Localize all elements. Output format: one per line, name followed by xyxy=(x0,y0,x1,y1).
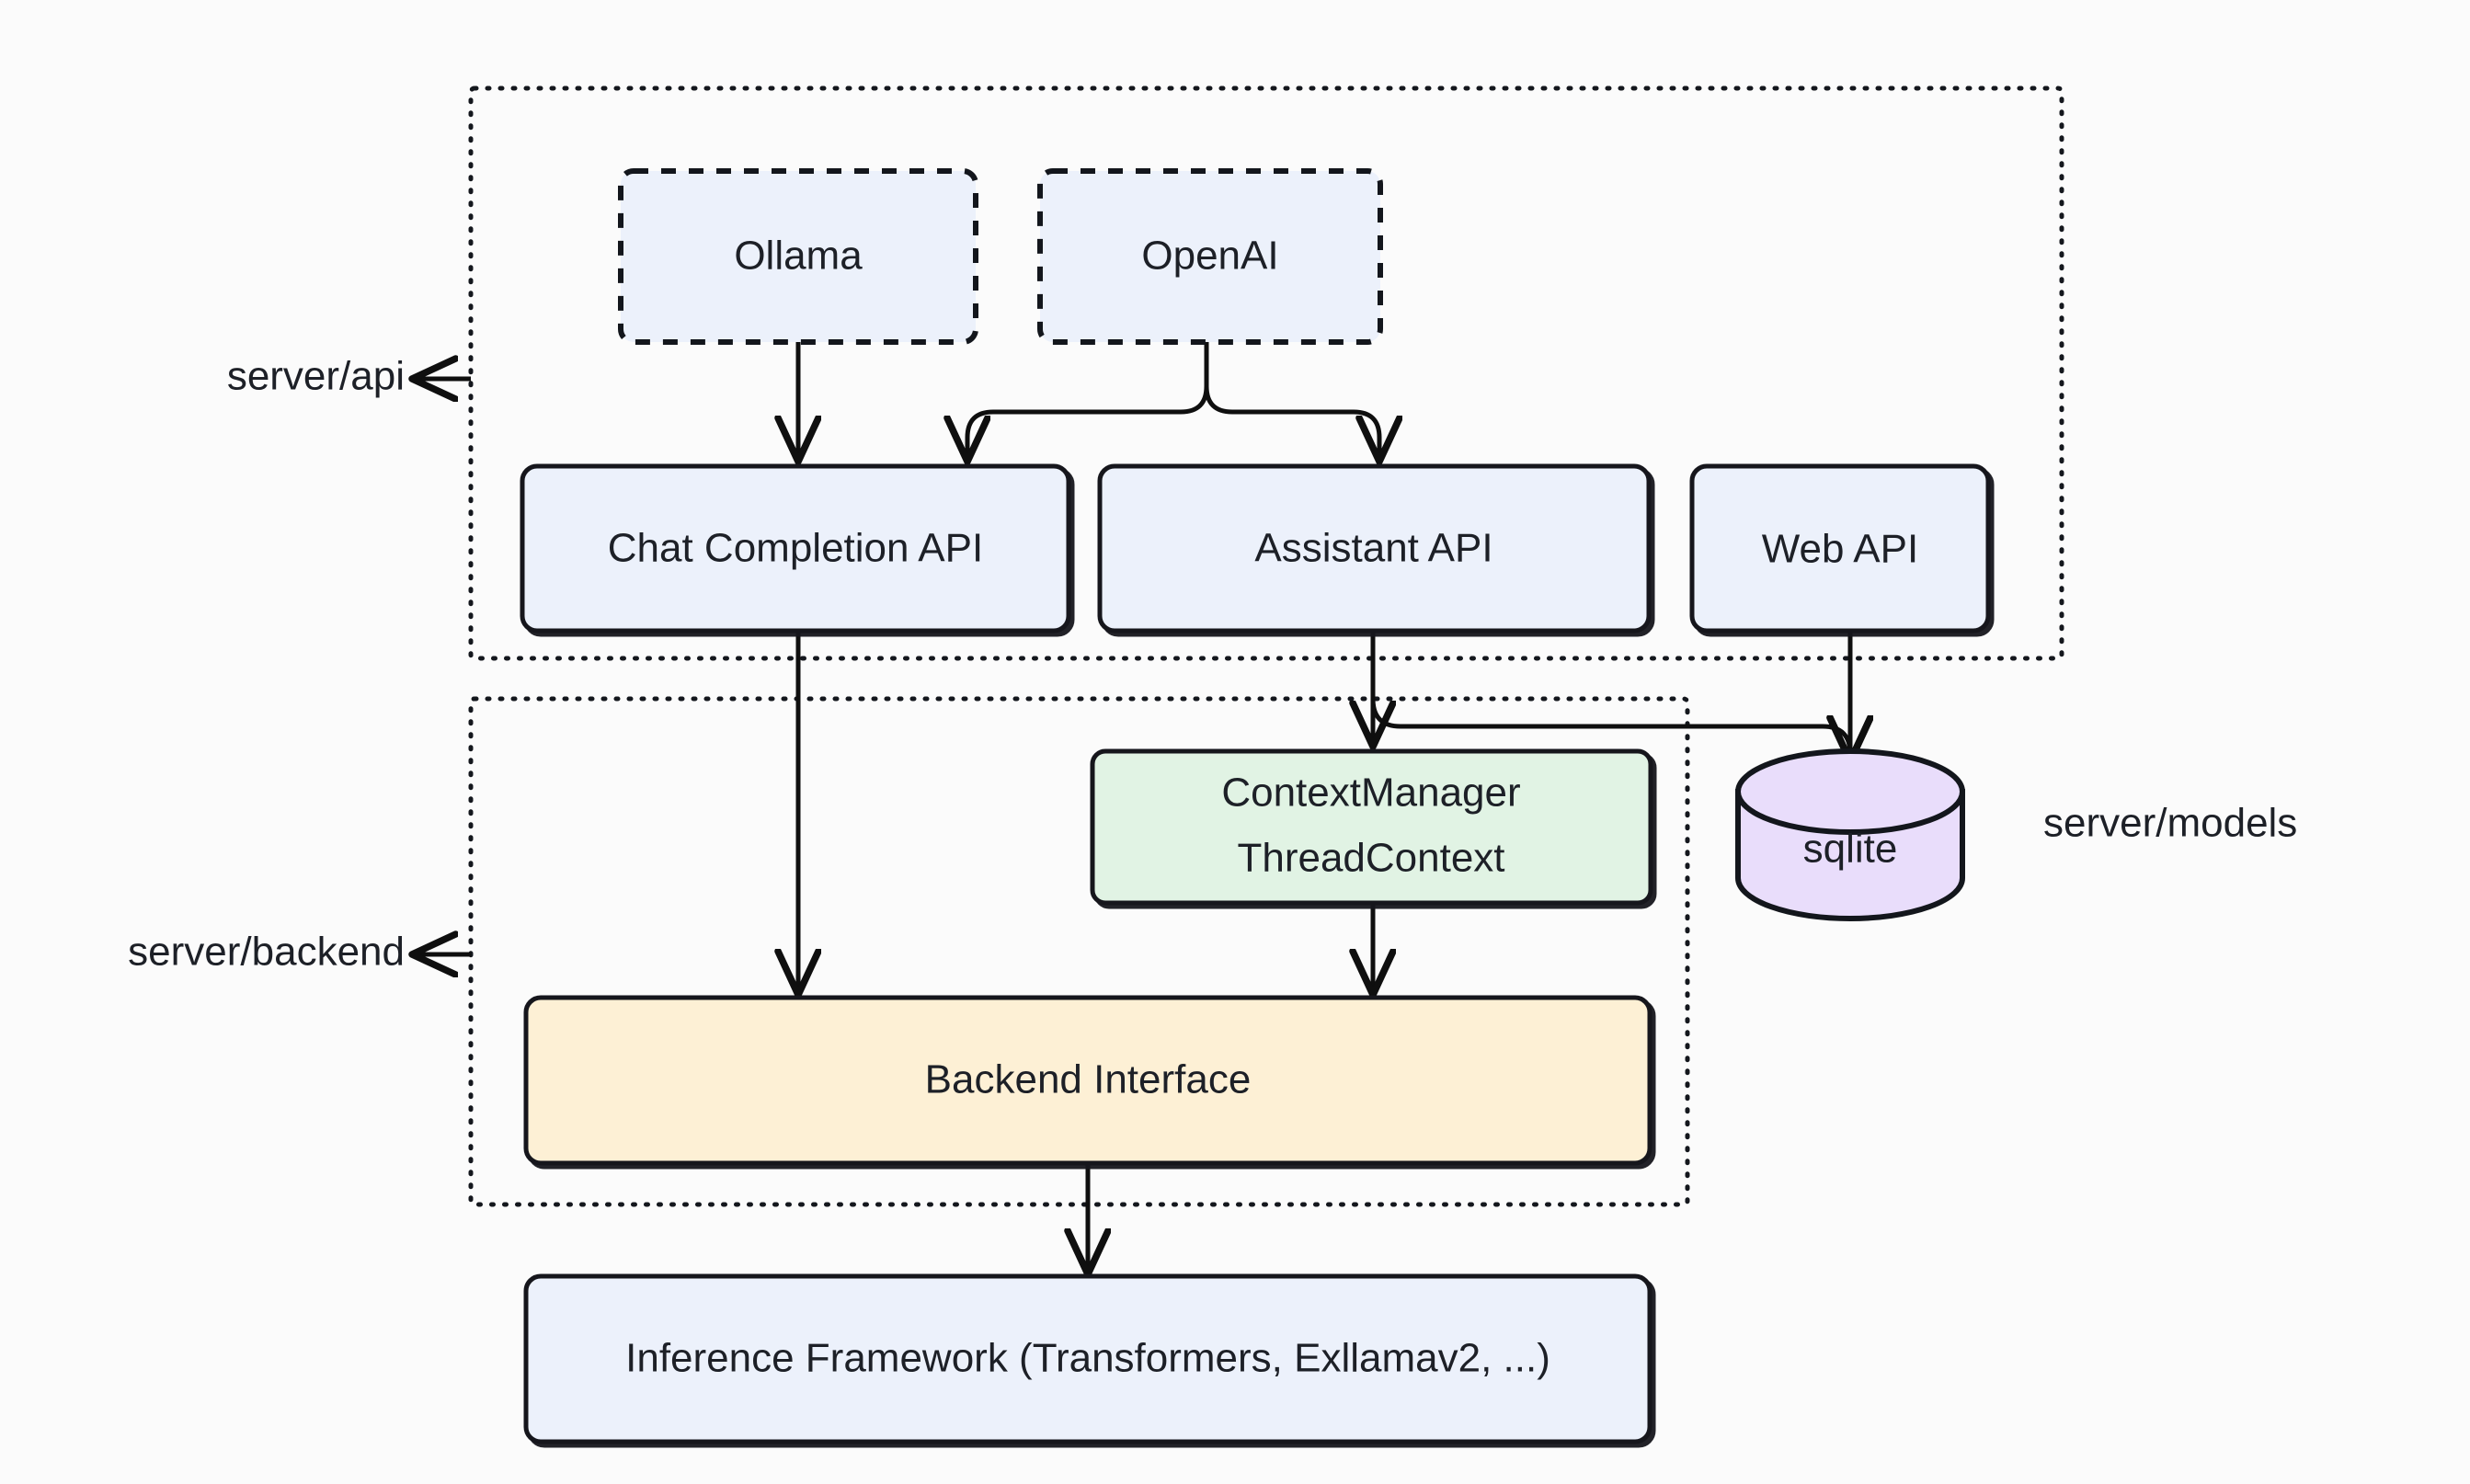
node-ollama-shape[interactable] xyxy=(618,168,978,345)
node-inference-framework-shape[interactable] xyxy=(523,1273,1652,1444)
node-sqlite-top[interactable] xyxy=(1735,748,1965,835)
node-context-manager-shape[interactable] xyxy=(1090,748,1653,906)
node-chat-completion-api-label: Chat Completion API xyxy=(608,526,983,571)
node-web-api-label: Web API xyxy=(1762,527,1918,572)
node-chat-completion-api[interactable]: Chat Completion API xyxy=(520,463,1071,634)
edge-openai-to-chat-completion xyxy=(967,342,1209,458)
edge-assistant-to-sqlite xyxy=(1370,631,1850,758)
node-backend-interface-shape[interactable] xyxy=(523,995,1652,1166)
node-openai[interactable]: OpenAI xyxy=(1037,168,1383,345)
node-ollama[interactable]: Ollama xyxy=(618,168,978,345)
node-web-api-shape[interactable] xyxy=(1689,463,1991,634)
edge-openai-to-assistant xyxy=(1204,342,1379,458)
node-sqlite-label: sqlite xyxy=(1803,827,1898,872)
node-backend-interface-label: Backend Interface xyxy=(925,1057,1252,1102)
node-openai-label: OpenAI xyxy=(1141,234,1278,279)
node-assistant-api-shape[interactable] xyxy=(1097,463,1652,634)
node-sqlite[interactable]: sqlite xyxy=(1735,748,1965,921)
node-context-manager-label-line2: ThreadContext xyxy=(1237,836,1504,881)
cluster-server-api xyxy=(468,86,2064,661)
node-context-manager-label-line1: ContextManager xyxy=(1221,771,1520,816)
node-assistant-api-label: Assistant API xyxy=(1254,526,1492,571)
node-ollama-label: Ollama xyxy=(734,234,863,279)
node-openai-shape[interactable] xyxy=(1037,168,1383,345)
group-label-server-models: server/models xyxy=(2043,801,2297,846)
node-inference-framework-label: Inference Framework (Transformers, Exlla… xyxy=(625,1336,1550,1381)
cluster-server-backend xyxy=(468,696,1690,1207)
node-web-api[interactable]: Web API xyxy=(1689,463,1991,634)
node-context-manager[interactable]: ContextManager ThreadContext xyxy=(1090,748,1653,906)
group-label-server-backend: server/backend xyxy=(128,930,405,975)
node-backend-interface[interactable]: Backend Interface xyxy=(523,995,1652,1166)
node-assistant-api[interactable]: Assistant API xyxy=(1097,463,1652,634)
group-label-server-api: server/api xyxy=(227,354,405,399)
node-inference-framework[interactable]: Inference Framework (Transformers, Exlla… xyxy=(523,1273,1652,1444)
node-chat-completion-api-shape[interactable] xyxy=(520,463,1071,634)
